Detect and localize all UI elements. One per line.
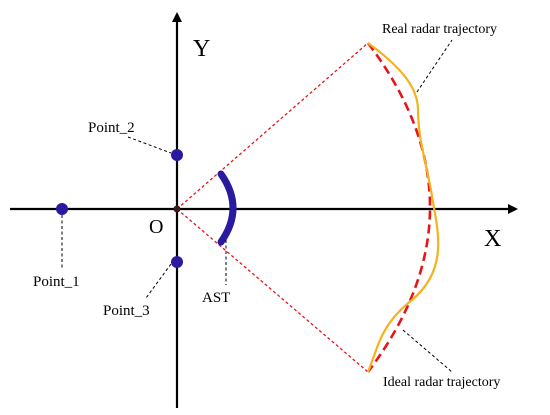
ideal-trajectory-leader bbox=[402, 329, 453, 373]
point-3-label: Point_3 bbox=[103, 303, 150, 319]
point-1-marker bbox=[56, 203, 68, 215]
beam-boundary-lower bbox=[176, 208, 369, 373]
beam-boundary-upper bbox=[176, 42, 369, 210]
ast-arc bbox=[217, 170, 237, 246]
point-3-marker bbox=[171, 256, 183, 268]
x-axis-label: X bbox=[484, 226, 501, 252]
point-1-label: Point_1 bbox=[33, 274, 80, 290]
origin-label: O bbox=[149, 216, 163, 238]
real-trajectory-label: Real radar trajectory bbox=[382, 22, 497, 37]
point-3-leader bbox=[145, 263, 172, 299]
origin-dot bbox=[173, 205, 181, 213]
real-radar-trajectory bbox=[366, 42, 440, 373]
point-2-label: Point_2 bbox=[88, 120, 135, 136]
ideal-radar-trajectory bbox=[366, 42, 432, 373]
real-trajectory-leader bbox=[416, 39, 453, 93]
y-axis-label: Y bbox=[193, 36, 210, 62]
point-2-marker bbox=[171, 149, 183, 161]
ideal-trajectory-label: Ideal radar trajectory bbox=[383, 375, 500, 390]
ast-label: AST bbox=[202, 290, 230, 306]
point-2-leader bbox=[127, 136, 172, 154]
